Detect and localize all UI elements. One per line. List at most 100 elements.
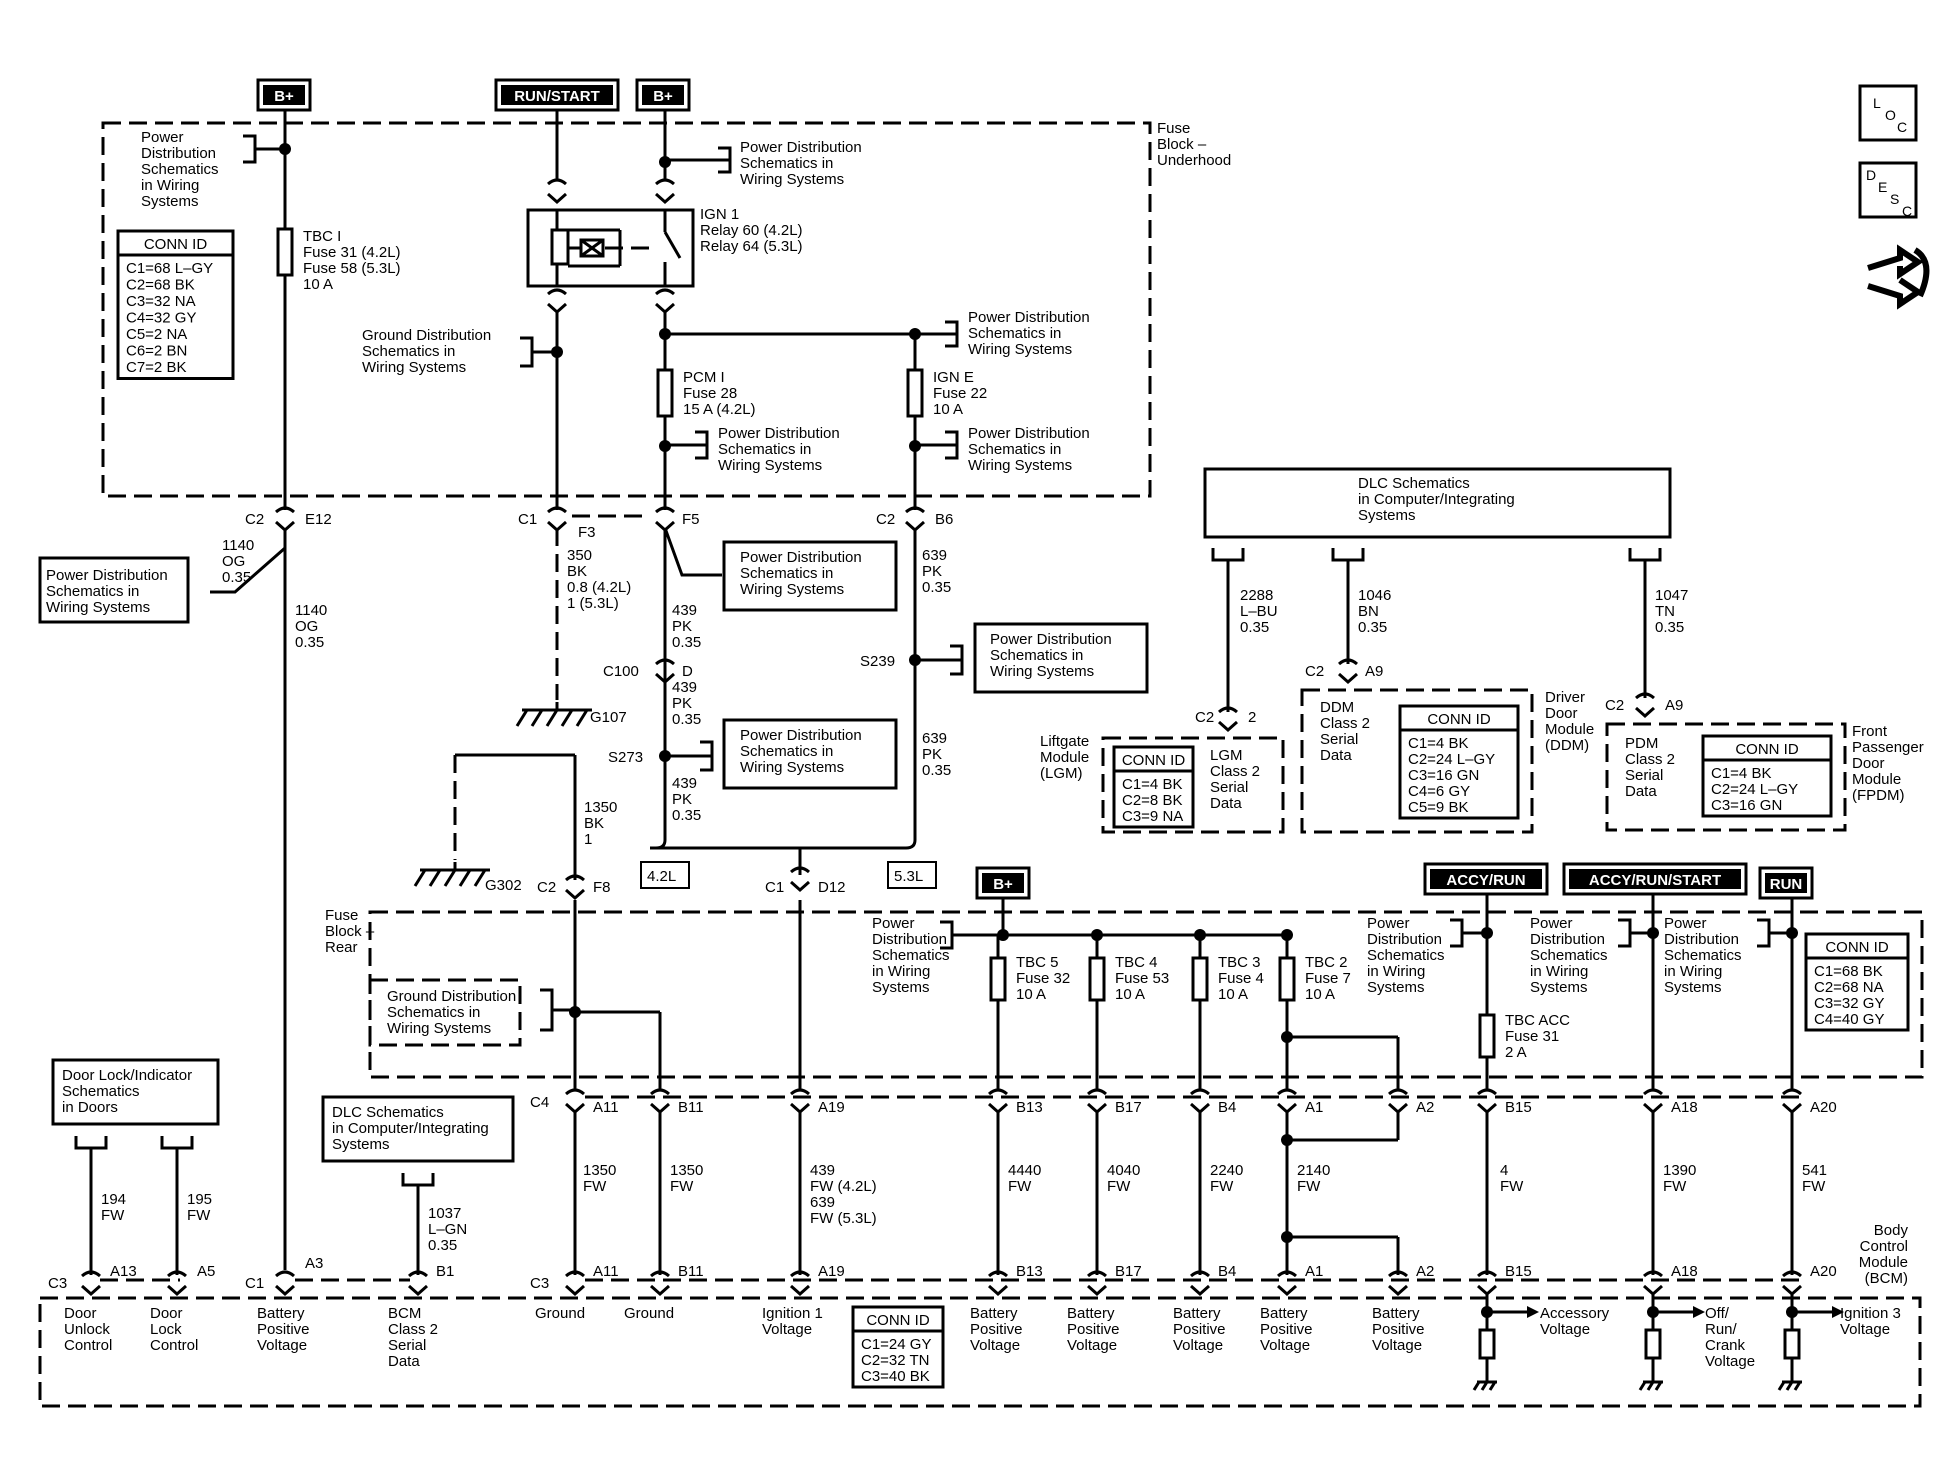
conn-id-box [851,1305,945,1389]
label-line: DLC Schematics [1358,475,1470,492]
label-line: 10 A [1305,986,1335,1003]
label-line: Fuse 32 [1016,970,1070,987]
label-line: C7=2 BK [126,359,186,376]
label-line: Fuse 28 [683,385,737,402]
relay-conn-top-b-pin [655,192,675,205]
tbc-splice-2 [1091,929,1103,941]
tbc-splice-4 [1281,929,1293,941]
label-line: C100 [603,663,639,680]
bcm-pin-0: A11 [593,1263,619,1280]
conn-id-box [1701,734,1833,818]
label-line: Power Distribution [46,567,168,584]
conn-c1-label: C1 [518,511,537,528]
label-line: 2 [1248,709,1256,726]
fuse-block-underhood-outline [101,121,1152,498]
label-line: Accessory [1540,1305,1610,1322]
rear-connector-top-5-pin [1190,1102,1210,1115]
wire-439-branch [663,527,722,577]
label-line: Schematics [1530,947,1608,964]
label-line: C2 [245,511,264,528]
label-line: 0.35 [922,762,951,779]
pd-left-bracket [243,134,285,164]
label-line: Schematics [872,947,950,964]
conn-f3-label: F3 [578,524,596,541]
rear-connector-top-5 [1190,1088,1210,1096]
label-line: C1=4 BK [1122,776,1182,793]
label-line: Class 2 [388,1321,438,1338]
label-line: Positive [1067,1321,1120,1338]
bplus-mid-tag: B+ [653,88,673,105]
label-line: Schematics in [740,565,833,582]
conn-id-title: CONN ID [1735,741,1799,758]
bcm-left-conn-1-pin [167,1284,187,1297]
label-line: FW (4.2L) [810,1178,877,1195]
conn-id-box [1112,745,1195,829]
label-line: 1037 [428,1205,461,1222]
conn-id-title: CONN ID [1825,939,1889,956]
conn-fpdm [1635,692,1655,700]
label-line: (FPDM) [1852,787,1905,804]
bplus-left-tag-fill [263,85,305,105]
bcm-ground-1-hatch [1638,1381,1647,1391]
label-line: Unlock [64,1321,110,1338]
label-line: 439 [672,775,697,792]
ground-g107-hatch [560,709,574,727]
arrow-right-icon [1527,1306,1539,1318]
dlc-pin-2 [1331,548,1365,562]
label-line: C1=68 BK [1814,963,1883,980]
label-line: FW [1107,1178,1131,1195]
label-line: 1350 [670,1162,703,1179]
dlc-pin-3 [1628,548,1662,562]
bplus-splice [279,143,291,155]
label-line: Schematics [62,1083,140,1100]
tbc-splice-3 [1194,929,1206,941]
run-tag-fill [1765,873,1807,893]
label-line: 2 A [1505,1044,1527,1061]
ground-g107-hatch [545,709,559,727]
label-line: 439 [672,679,697,696]
conn-ddm-pin [1338,672,1358,685]
label-line: Positive [1173,1321,1226,1338]
label-line: 194 [101,1191,126,1208]
label-line: C1=24 GY [861,1336,931,1353]
label-line: Systems [332,1136,390,1153]
label-line: Ground Distribution [387,988,516,1005]
option-42-box [640,861,690,889]
label-line: C3=16 GN [1711,797,1782,814]
conn-id-box [1398,704,1520,820]
label-line: 1 (5.3L) [567,595,619,612]
bcm-pin-4: B17 [1115,1263,1142,1280]
label-line: Door [64,1305,97,1322]
label-line: C2 [876,511,895,528]
label-line: C2=32 TN [861,1352,930,1369]
rear-pin-top-4: B17 [1115,1099,1142,1116]
label-line: Door Lock/Indicator [62,1067,192,1084]
label-line: C3=16 GN [1408,767,1479,784]
label-line: Control [150,1337,198,1354]
loc-icon-letter: O [1885,107,1896,123]
label-line: Serial [1210,779,1248,796]
tbc-acc-fuse [1478,1013,1496,1059]
bcm-right-conn-9 [1643,1270,1663,1278]
rear-connector-top-0-pin [565,1102,585,1115]
label-line: C2=24 L–GY [1408,751,1495,768]
bcm-left-conn-0 [81,1270,101,1278]
label-line: C5=2 NA [126,326,187,343]
label-line: Schematics in [740,743,833,760]
bcm-ground-2-hatch [1793,1381,1802,1391]
relay-coil-x [579,238,605,258]
